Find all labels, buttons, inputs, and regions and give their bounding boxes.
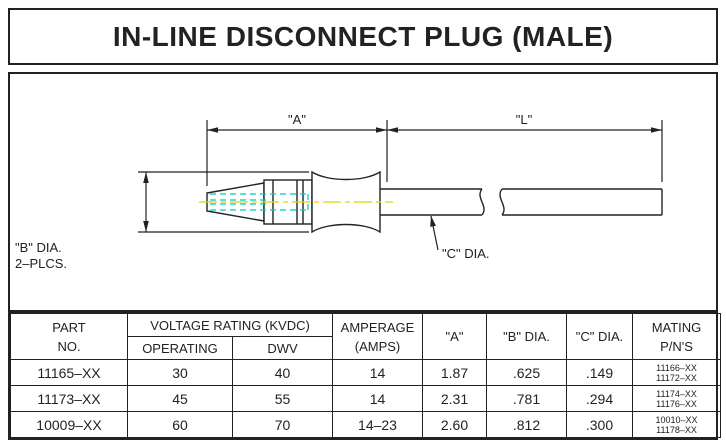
dimension-arrowheads [207, 127, 662, 133]
col-header-b-dia: "B" DIA. [486, 313, 567, 360]
dim-a-label: "A" [288, 112, 306, 127]
cell-a: 2.60 [422, 411, 487, 438]
cell-dwv: 70 [232, 411, 333, 438]
dim-l-label: "L" [516, 112, 533, 127]
col-header-c-dia: "C" DIA. [566, 313, 633, 360]
cell-part-no: 10009–XX [10, 411, 128, 438]
mating-pn-line1: 11174–XX [656, 388, 697, 399]
amperage-header-line2: (AMPS) [354, 338, 401, 354]
b-dia-places-label: 2–PLCS. [15, 256, 67, 271]
col-header-operating: OPERATING [127, 336, 233, 360]
cell-dwv: 55 [232, 385, 333, 412]
title-block: IN-LINE DISCONNECT PLUG (MALE) [8, 8, 718, 65]
cable-outline [380, 188, 663, 216]
c-dia-leader [430, 215, 439, 251]
cell-a: 1.87 [422, 359, 487, 386]
col-header-dwv: DWV [232, 336, 333, 360]
col-header-mating: MATING P/N'S [632, 313, 721, 360]
cell-amperage: 14–23 [332, 411, 423, 438]
table-row: 11165–XX 30 40 14 1.87 .625 .149 11166–X… [10, 359, 721, 386]
mating-pn-line2: 11178–XX [656, 424, 697, 435]
plug-outline [206, 170, 381, 234]
cell-b-dia: .781 [486, 385, 567, 412]
col-header-voltage-rating: VOLTAGE RATING (KVDC) [127, 313, 333, 337]
cell-operating: 45 [127, 385, 233, 412]
mating-header-line2: P/N'S [660, 338, 693, 354]
cell-part-no: 11165–XX [10, 359, 128, 386]
cell-operating: 30 [127, 359, 233, 386]
mating-pn-line2: 11176–XX [656, 398, 697, 409]
cell-a: 2.31 [422, 385, 487, 412]
mating-pn-line1: 10010–XX [655, 414, 698, 425]
cell-c-dia: .149 [566, 359, 633, 386]
dim-b-arrow-bottom [143, 221, 149, 232]
mating-pn-line2: 11172–XX [656, 372, 697, 383]
cell-mating: 11174–XX 11176–XX [632, 385, 721, 412]
table-header-row-1: PART NO. VOLTAGE RATING (KVDC) AMPERAGE … [10, 313, 721, 360]
cell-part-no: 11173–XX [10, 385, 128, 412]
cell-mating: 10010–XX 11178–XX [632, 411, 721, 438]
drawing-panel: "A" "L" [8, 72, 718, 312]
amperage-header-line1: AMPERAGE [340, 319, 415, 335]
drawing-title: IN-LINE DISCONNECT PLUG (MALE) [112, 20, 614, 52]
c-dia-label: "C" DIA. [442, 246, 490, 261]
cell-c-dia: .294 [566, 385, 633, 412]
cell-b-dia: .625 [486, 359, 567, 386]
col-header-a: "A" [422, 313, 487, 360]
table-row: 11173–XX 45 55 14 2.31 .781 .294 11174–X… [10, 385, 721, 412]
dim-b-arrow-top [143, 172, 149, 183]
part-no-header-line1: PART [52, 319, 86, 335]
col-header-part-no: PART NO. [10, 313, 128, 360]
col-header-amperage: AMPERAGE (AMPS) [332, 313, 423, 360]
cell-operating: 60 [127, 411, 233, 438]
b-dia-label: "B" DIA. [15, 240, 62, 255]
mating-pn-line1: 11166–XX [656, 362, 697, 373]
cell-c-dia: .300 [566, 411, 633, 438]
cell-b-dia: .812 [486, 411, 567, 438]
table-row: 10009–XX 60 70 14–23 2.60 .812 .300 1001… [10, 411, 721, 438]
cell-dwv: 40 [232, 359, 333, 386]
hidden-lines [210, 193, 309, 211]
cell-mating: 11166–XX 11172–XX [632, 359, 721, 386]
spec-table: PART NO. VOLTAGE RATING (KVDC) AMPERAGE … [10, 313, 721, 438]
cell-amperage: 14 [332, 359, 423, 386]
cell-amperage: 14 [332, 385, 423, 412]
mating-header-line1: MATING [651, 319, 702, 335]
plug-drawing: "A" "L" [15, 112, 663, 271]
part-no-header-line2: NO. [57, 338, 81, 354]
spec-table-wrap: PART NO. VOLTAGE RATING (KVDC) AMPERAGE … [8, 311, 721, 440]
